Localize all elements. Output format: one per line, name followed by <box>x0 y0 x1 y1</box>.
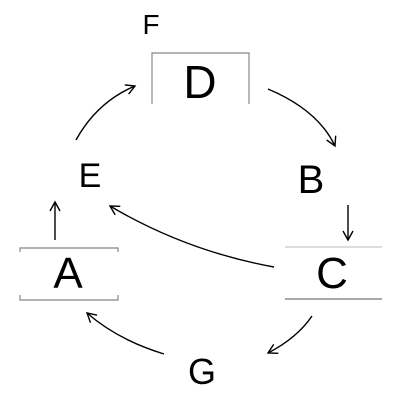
edge-C-to-G <box>266 315 313 355</box>
edge-E-to-D <box>75 84 137 141</box>
node-label-F: F <box>142 9 160 40</box>
node-label-B: B <box>297 158 325 202</box>
node-label-C: C <box>316 249 348 298</box>
node-label-G: G <box>187 351 217 392</box>
edge-G-to-A <box>85 312 165 355</box>
node-label-D: D <box>183 56 217 108</box>
node-box-D <box>151 52 250 104</box>
node-label-A: A <box>53 249 83 298</box>
node-box-A-bottom <box>19 295 119 301</box>
edge-C-to-E <box>108 205 275 268</box>
edge-D-to-B <box>267 88 337 148</box>
node-box-A-top <box>19 247 119 252</box>
node-label-E: E <box>78 157 102 195</box>
